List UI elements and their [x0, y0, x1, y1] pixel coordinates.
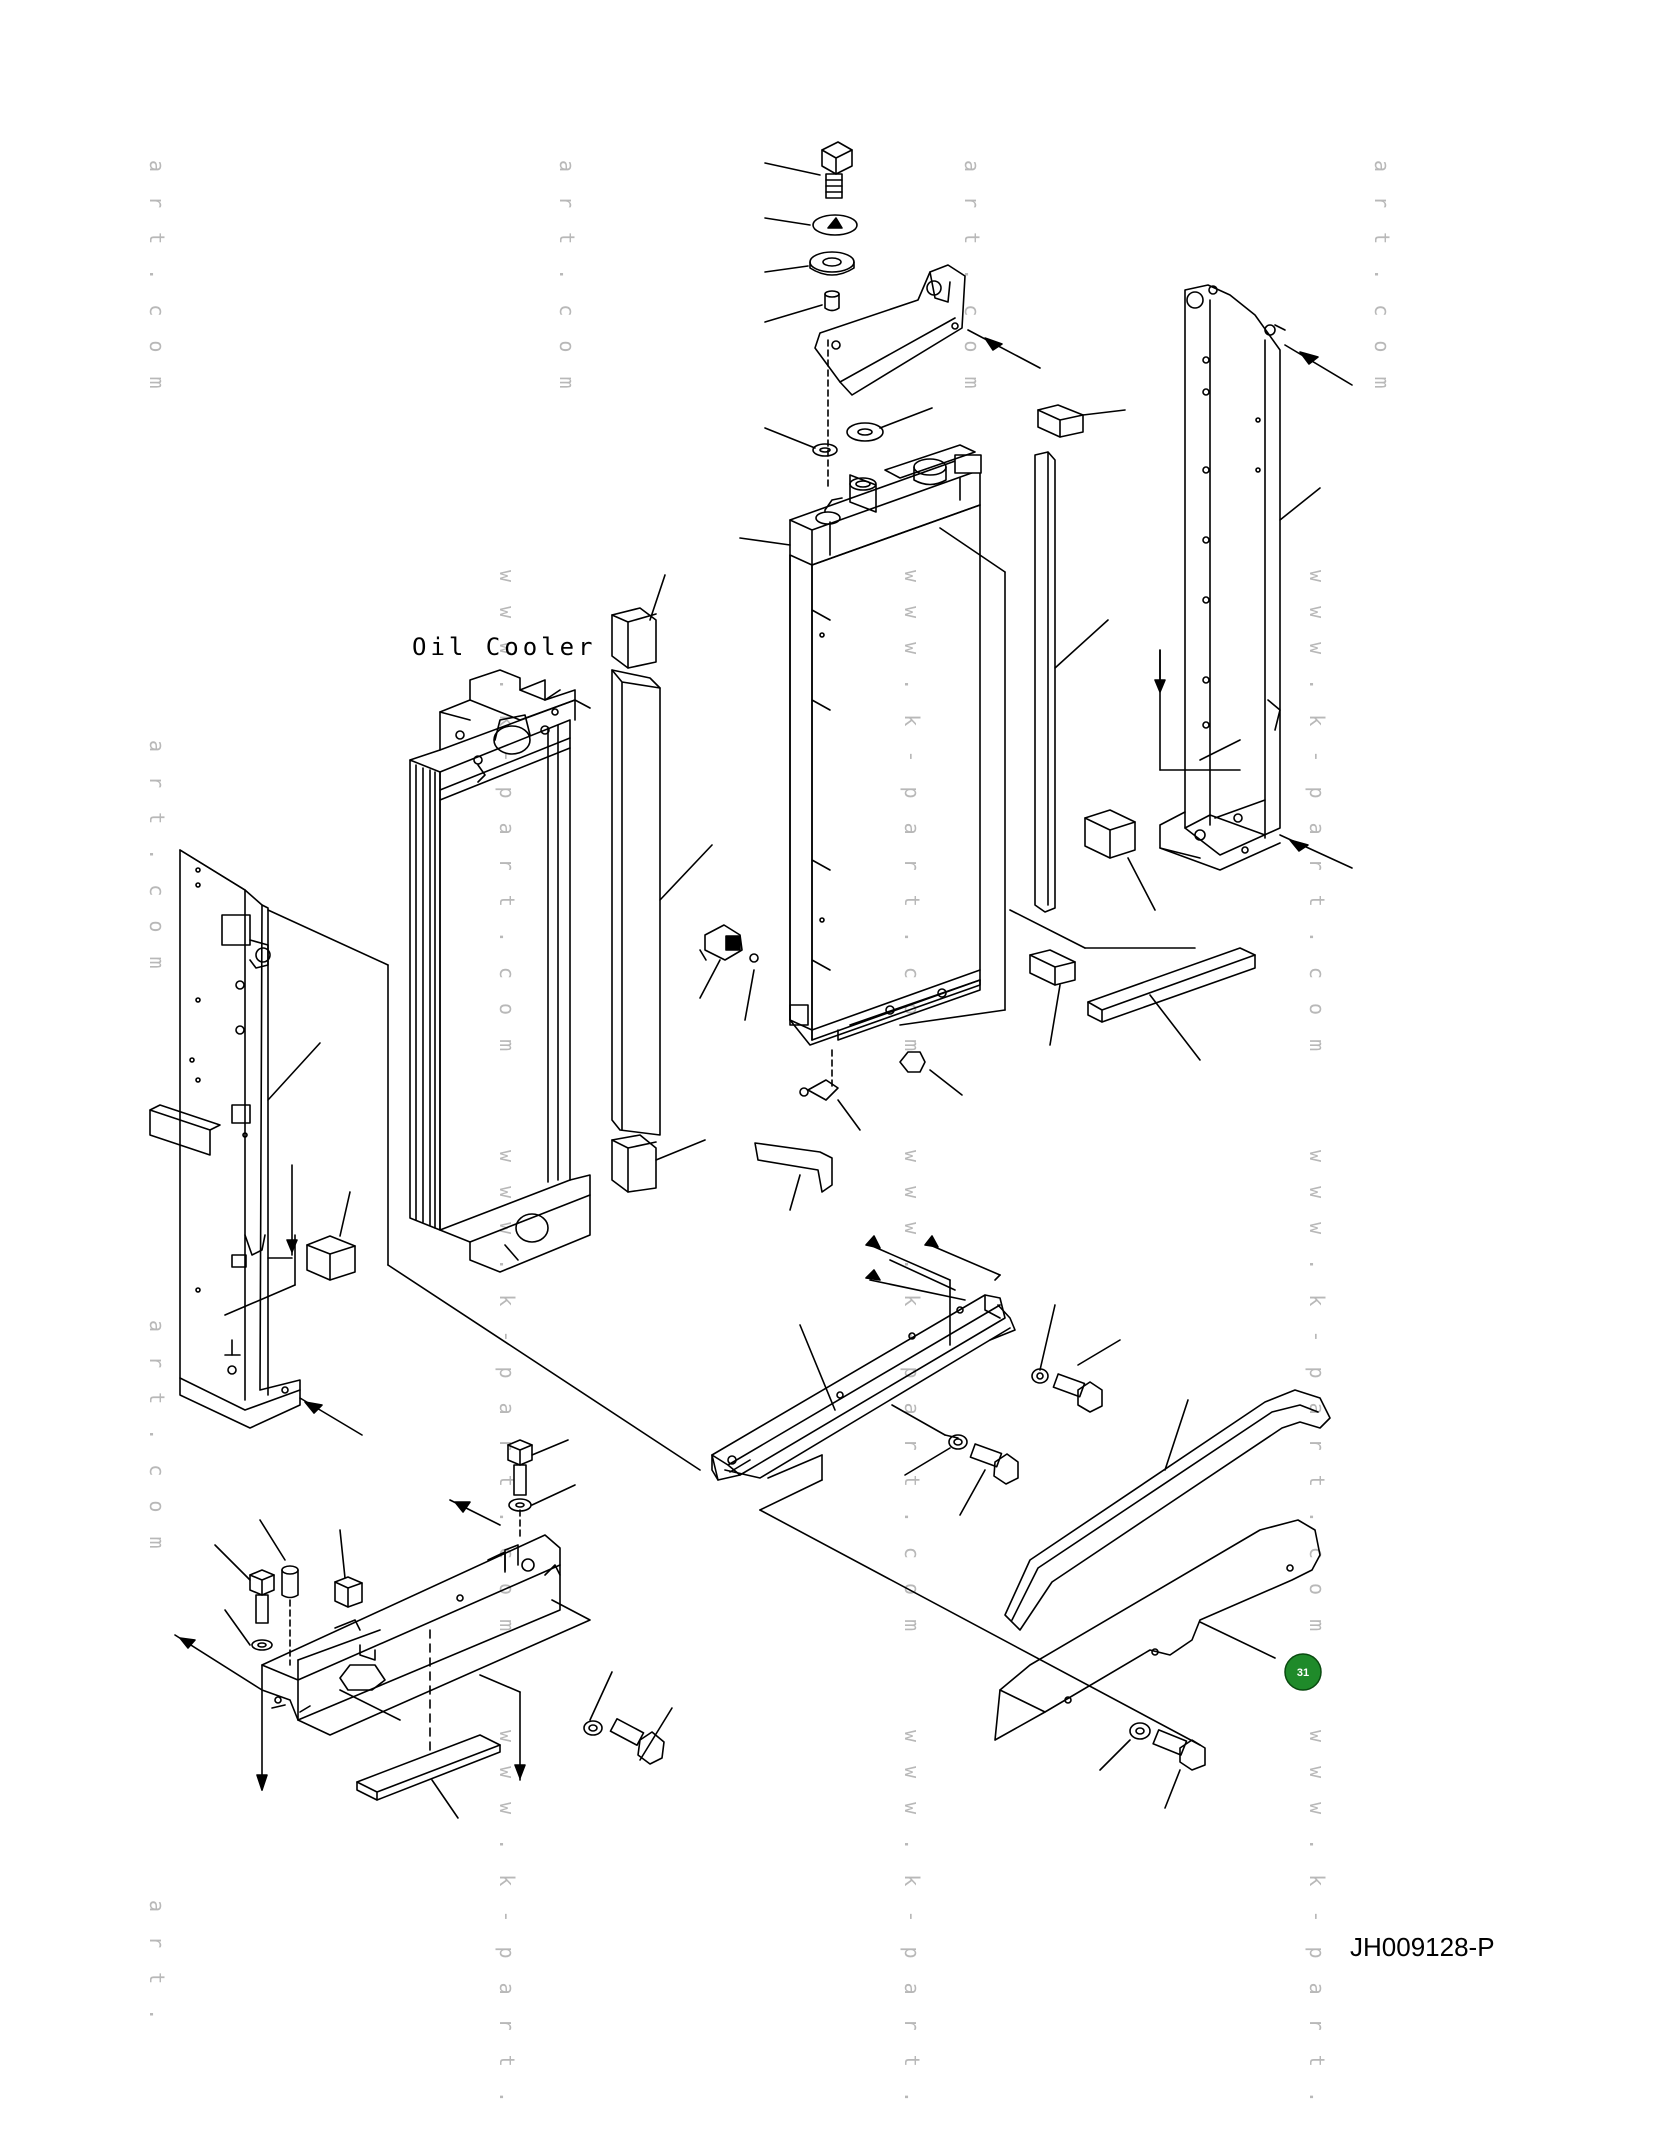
- watermark-12: a r t . c o m: [145, 1320, 169, 1555]
- watermark-13: w w w . k - p a r t .: [495, 1730, 519, 2109]
- shroud-cover: [995, 1520, 1320, 1740]
- left-side-frame: [150, 850, 300, 1428]
- washer-6: [1130, 1723, 1150, 1739]
- watermark-10: w w w . k - p a r t . c o m: [900, 1150, 924, 1637]
- seal-block-r: [1085, 810, 1135, 858]
- spacer-collar: [282, 1566, 298, 1598]
- collar: [825, 291, 839, 311]
- watermark-11: w w w . k - p a r t . c o m: [1305, 1150, 1329, 1637]
- drain-valve: [808, 1080, 838, 1100]
- seal-strip-r2: [1035, 452, 1055, 912]
- watermark-4: a r t . c o m: [1370, 160, 1394, 395]
- callout-31-number: 31: [1297, 1667, 1309, 1679]
- washer-3: [584, 1721, 602, 1735]
- bolt-4: [1053, 1374, 1102, 1412]
- bottom-bolt-2: [250, 1570, 274, 1623]
- seal-strip-bottom: [612, 1135, 656, 1192]
- bolt-5: [970, 1444, 1018, 1484]
- watermark-2: a r t . c o m: [555, 160, 579, 395]
- seal-strip-top: [612, 608, 656, 668]
- washer-5: [949, 1435, 967, 1449]
- shroud-seal: [1005, 1390, 1330, 1630]
- spacer-block: [335, 1577, 362, 1607]
- callout-31[interactable]: 31: [1285, 1654, 1321, 1690]
- bottom-bolt-3: [610, 1719, 664, 1764]
- watermark-15: w w w . k - p a r t .: [1305, 1730, 1329, 2109]
- top-bracket: [815, 265, 965, 395]
- seal-strip-diagonal: [1088, 948, 1255, 1022]
- watermark-5: w w w . k - p a r t . c o m: [495, 570, 519, 1057]
- bolt-6: [1153, 1730, 1205, 1770]
- watermarks: a r t . c o m a r t . c o m a r t . c o …: [145, 160, 1394, 2109]
- watermark-8: a r t . c o m: [145, 740, 169, 975]
- oil-cooler-label: Oil Cooler: [412, 633, 597, 661]
- watermark-9: w w w . k - p a r t . c o m: [495, 1150, 519, 1637]
- seal-block-r3: [1030, 950, 1075, 985]
- watermark-14: w w w . k - p a r t .: [900, 1730, 924, 2109]
- bottom-plate: [357, 1735, 500, 1800]
- radiator: [790, 445, 981, 1045]
- watermark-6: w w w . k - p a r t . c o m: [900, 570, 924, 1057]
- drain-hose: [755, 1143, 832, 1192]
- cap-gasket: [847, 423, 883, 441]
- top-bolt: [822, 142, 852, 198]
- seal-strip-r1: [1038, 405, 1083, 437]
- watermark-3: a r t . c o m: [960, 160, 984, 395]
- watermark-7: w w w . k - p a r t . c o m: [1305, 570, 1329, 1057]
- drawing-code: JH009128-P: [1350, 1932, 1495, 1962]
- washer-2: [810, 252, 854, 275]
- oil-cooler: [410, 670, 590, 1272]
- right-side-frame: [1160, 285, 1285, 870]
- center-lower-bracket: [712, 1295, 1015, 1480]
- drain-nut: [900, 1052, 925, 1072]
- bottom-bolt-1: [508, 1440, 532, 1495]
- watermark-1: a r t . c o m: [145, 160, 169, 395]
- seal-block-left: [307, 1236, 355, 1280]
- washer-4: [1032, 1369, 1048, 1383]
- watermark-16: a r t .: [145, 1900, 169, 2026]
- radiator-filler-neck: [850, 445, 975, 512]
- seal-strip-long: [612, 670, 660, 1135]
- washer-1: [813, 215, 857, 235]
- temperature-sensor: [700, 925, 742, 960]
